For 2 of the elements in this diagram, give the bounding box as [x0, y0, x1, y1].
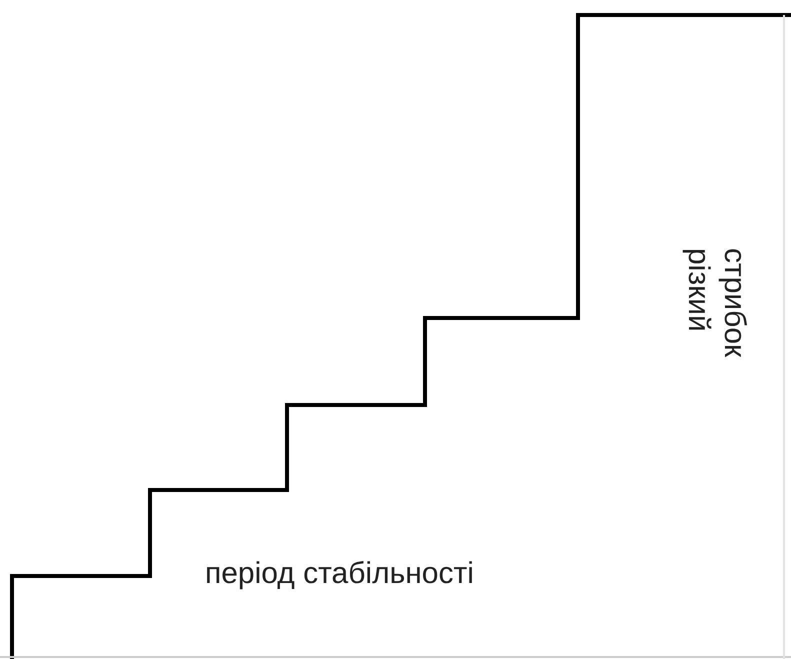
caption: період стабільності: [205, 556, 474, 592]
vertical-caption: різкий стрибок: [681, 248, 752, 360]
